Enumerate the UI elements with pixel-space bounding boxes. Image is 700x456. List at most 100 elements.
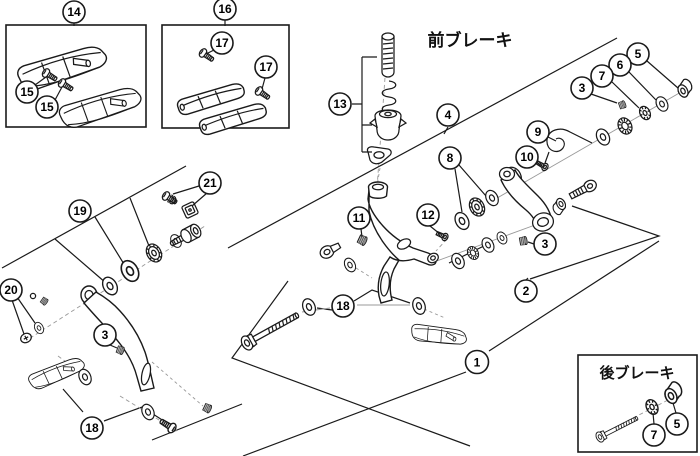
svg-text:16: 16 xyxy=(218,2,232,16)
barrel-adjuster xyxy=(374,109,402,141)
svg-text:7: 7 xyxy=(599,69,606,83)
cap-screw xyxy=(20,332,32,344)
callout-16: 16 xyxy=(213,0,237,21)
washer xyxy=(479,235,497,255)
brake-pad xyxy=(26,355,88,392)
callout-21: 21 xyxy=(198,171,222,195)
svg-text:11: 11 xyxy=(353,211,366,225)
square-nut xyxy=(181,201,199,219)
mounting-bolt xyxy=(238,307,303,353)
callout-1: 1 xyxy=(464,349,490,375)
cable-adjuster-stack xyxy=(366,32,408,165)
knurled-bushing xyxy=(464,244,482,262)
knurled-bushing xyxy=(614,114,636,138)
callout-4: 4 xyxy=(436,103,460,127)
svg-text:6: 6 xyxy=(617,58,624,72)
upper-pivot-hardware xyxy=(451,76,696,233)
spring-screw xyxy=(39,296,50,307)
callout-14: 14 xyxy=(62,0,86,24)
callout-3: 3 xyxy=(570,76,594,100)
washer xyxy=(138,401,158,423)
callout-20: 20 xyxy=(0,278,23,302)
callout-11: 11 xyxy=(347,206,371,230)
callout-7: 7 xyxy=(642,423,666,447)
callout-19: 19 xyxy=(68,199,92,223)
washer xyxy=(98,273,122,299)
link-arm-group xyxy=(448,166,597,272)
pad-bolt-with-washer xyxy=(319,242,359,275)
adjuster-screw xyxy=(160,189,180,207)
callout-3: 3 xyxy=(93,323,117,347)
callout-18: 18 xyxy=(80,416,104,440)
link-bolt xyxy=(568,179,597,200)
svg-text:2: 2 xyxy=(523,284,530,298)
callout-8: 8 xyxy=(438,146,462,170)
callout-17: 17 xyxy=(254,55,278,79)
inset-box-rear-brake: 後ブレーキ xyxy=(577,354,698,453)
svg-text:15: 15 xyxy=(40,100,54,114)
svg-text:14: 14 xyxy=(67,5,81,19)
callout-10: 10 xyxy=(515,145,539,169)
brake-pad-assembly xyxy=(56,85,145,131)
ring-washer xyxy=(116,256,144,286)
bearing-washer xyxy=(142,240,166,266)
svg-text:4: 4 xyxy=(445,108,452,122)
washer xyxy=(448,250,468,272)
washer xyxy=(593,126,613,148)
callout-6: 6 xyxy=(608,53,632,77)
washer xyxy=(482,187,502,209)
callout-9: 9 xyxy=(526,120,550,144)
pivot-bolt xyxy=(169,223,202,247)
svg-text:20: 20 xyxy=(4,283,18,297)
washer xyxy=(341,255,359,275)
callout-2: 2 xyxy=(514,279,538,303)
rear-brake-label: 後ブレーキ xyxy=(598,364,674,382)
callout-3: 3 xyxy=(533,232,557,256)
front-arm-assembly xyxy=(20,189,213,435)
callout-15: 15 xyxy=(35,95,59,119)
bearing-washer xyxy=(465,194,489,220)
anchor-bolt xyxy=(381,36,395,78)
svg-text:5: 5 xyxy=(674,417,681,431)
fixing-nut xyxy=(518,235,529,246)
svg-text:19: 19 xyxy=(73,204,87,218)
callout-leaders xyxy=(11,20,679,425)
brake-pad xyxy=(409,320,469,351)
svg-text:3: 3 xyxy=(102,328,109,342)
serrated-washer xyxy=(642,396,662,418)
svg-text:17: 17 xyxy=(215,36,229,50)
svg-text:3: 3 xyxy=(579,81,586,95)
svg-text:21: 21 xyxy=(203,176,217,190)
svg-text:7: 7 xyxy=(651,428,658,442)
svg-text:9: 9 xyxy=(535,125,542,139)
washer xyxy=(494,229,510,247)
washer xyxy=(410,295,428,317)
return-spring xyxy=(544,128,593,164)
svg-text:10: 10 xyxy=(520,150,534,164)
front-brake-label: 前ブレーキ xyxy=(428,30,513,51)
arm-slot xyxy=(380,271,390,297)
svg-text:18: 18 xyxy=(85,421,99,435)
svg-text:5: 5 xyxy=(635,47,642,61)
inset-box-cartridge-pads xyxy=(5,24,147,131)
svg-text:1: 1 xyxy=(474,355,481,369)
svg-text:8: 8 xyxy=(447,151,454,165)
set-screw xyxy=(202,402,213,414)
callout-12: 12 xyxy=(416,203,440,227)
svg-text:3: 3 xyxy=(542,237,549,251)
callout-5: 5 xyxy=(665,412,689,436)
set-screw xyxy=(356,233,369,247)
rear-mounting-bolt xyxy=(593,412,641,444)
arm-slot xyxy=(140,362,152,386)
coil-spring xyxy=(381,80,397,114)
callout-7: 7 xyxy=(590,64,614,88)
set-screw xyxy=(617,99,628,110)
callout-17: 17 xyxy=(210,31,234,55)
callouts: 14 16 15 15 17 17 1 3 4 5 6 7 3 8 9 10 11… xyxy=(0,0,689,447)
svg-text:17: 17 xyxy=(259,60,273,74)
main-caliper-arm xyxy=(367,181,439,304)
callout-15: 15 xyxy=(15,80,39,104)
callout-18: 18 xyxy=(331,294,355,318)
